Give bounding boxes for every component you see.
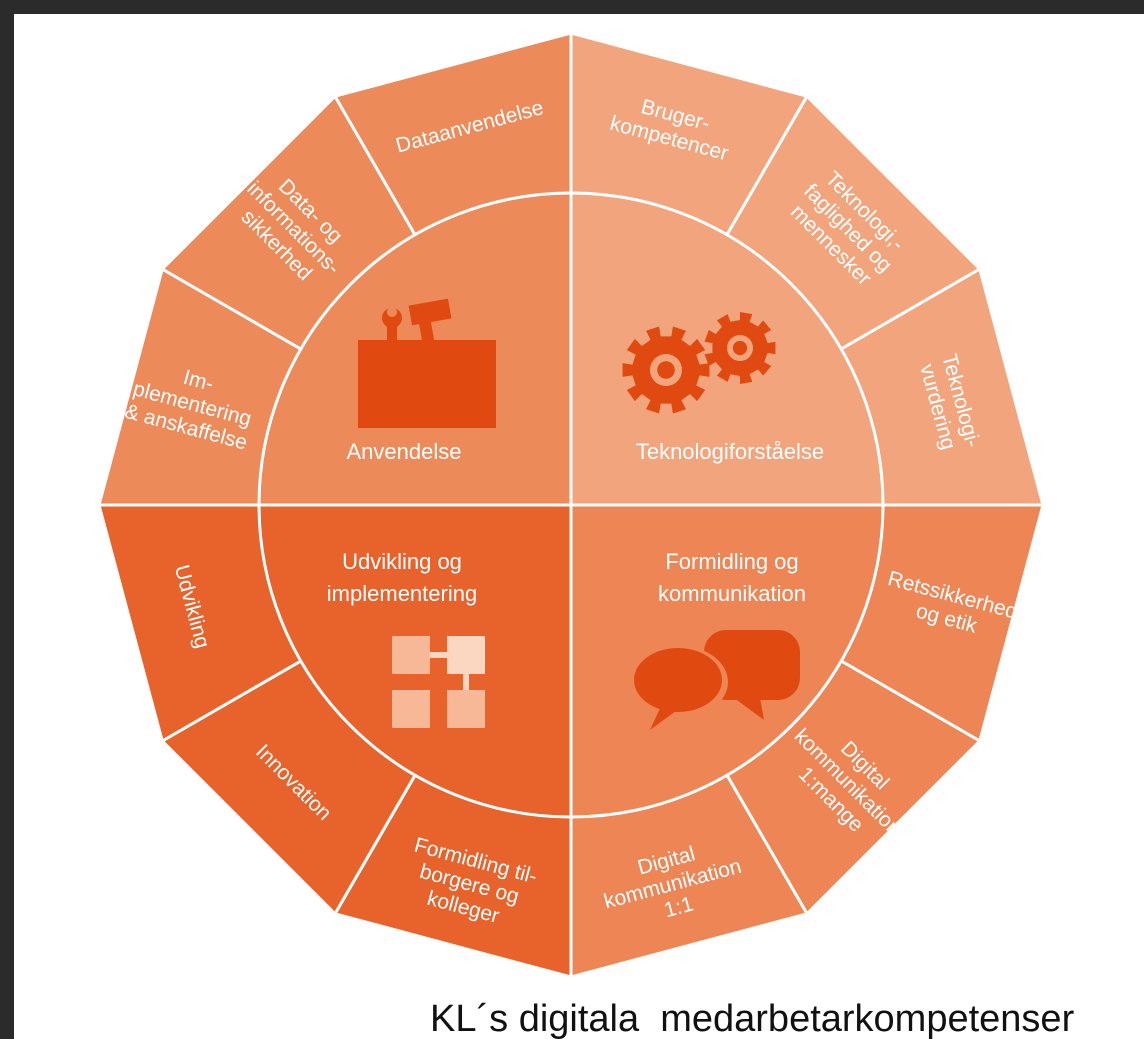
quadrant-label-anvendelse: Anvendelse (347, 439, 462, 464)
quadrant-label-formidling: Formidling og (665, 549, 798, 574)
quadrant-label-teknologiforstaaelse: Teknologiforståelse (636, 439, 824, 464)
slide-caption: KL´s digitala medarbetarkompetenser (430, 998, 1075, 1039)
quadrant-label-formidling: kommunikation (658, 581, 806, 606)
speech-bubbles-icon (632, 630, 800, 730)
quadrant-label-udvikling: implementering (327, 581, 477, 606)
quadrant-label-udvikling: Udvikling og (342, 549, 462, 574)
gears-icon (622, 312, 776, 414)
puzzle-blocks-icon (392, 636, 485, 728)
toolbox-icon (358, 298, 496, 428)
